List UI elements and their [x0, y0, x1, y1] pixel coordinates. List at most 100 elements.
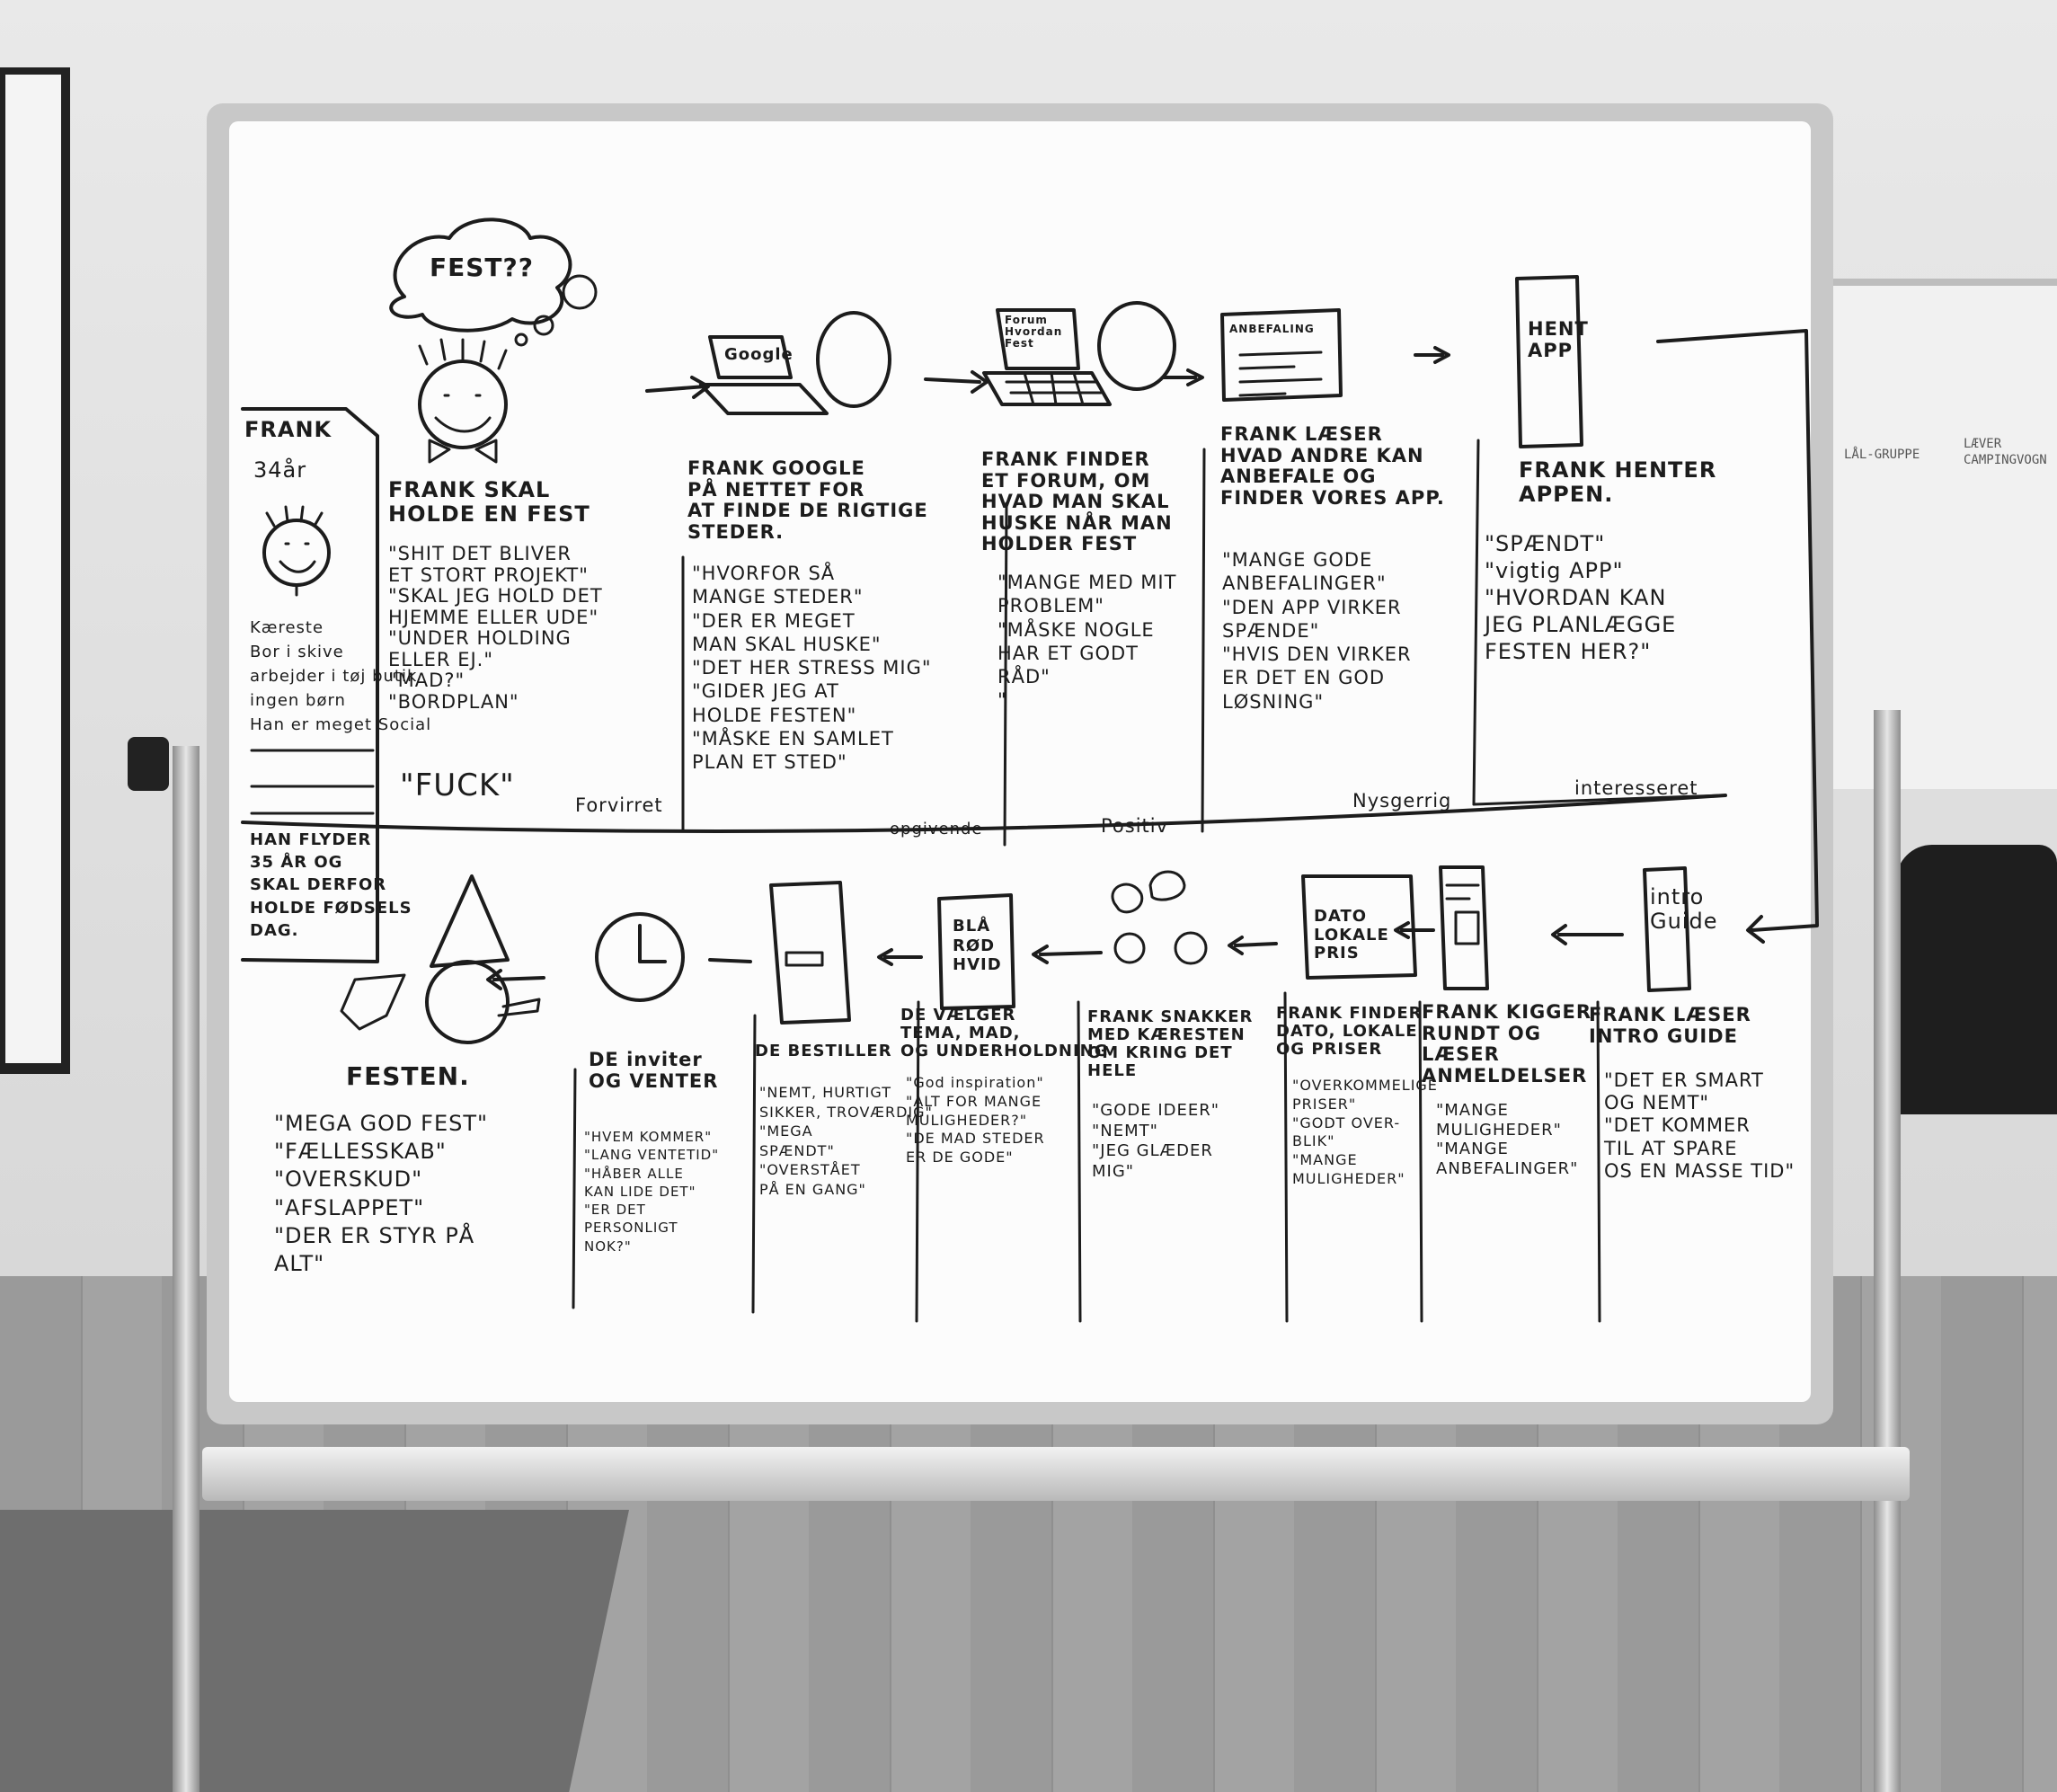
intro-guide-phone-icon [1643, 866, 1691, 992]
quote-line: "MANGE MED MIT [997, 572, 1177, 593]
quote-line: "SPÆNDT" [1485, 531, 1606, 556]
stage-4-title: FRANK LÆSER HVAD ANDRE KAN ANBEFALE OG F… [1220, 423, 1445, 509]
quote-line: "vigtig APP" [1485, 558, 1624, 583]
stage-title-line: FRANK FINDER [981, 448, 1150, 470]
quote-line: JEG PLANLÆGGE [1485, 612, 1677, 637]
stage-title-line: OG VENTER [589, 1069, 719, 1092]
thought-bubble-text: FEST?? [430, 253, 535, 282]
stage-title-line: PÅ NETTET FOR [687, 478, 865, 501]
stage-1-title: FRANK SKAL HOLDE EN FEST [388, 478, 590, 527]
stage-b7-title: DE inviter OG VENTER [589, 1049, 719, 1092]
emotion-line [1472, 794, 1723, 806]
persona-note-line: HOLDE FØDSELS [250, 898, 412, 918]
quote-line: NOK?" [584, 1238, 632, 1255]
quote-line: ANBEFALINGER" [1222, 572, 1387, 595]
stage-title-line: STEDER. [687, 520, 785, 543]
stage-b4-quotes: "GODE IDEER" "NEMT" "JEG GLÆDER MIG" [1092, 1101, 1219, 1182]
quote-line: "DEN APP VIRKER [1222, 596, 1402, 618]
stage-title-line: TEMA, MAD, [900, 1024, 1021, 1043]
reviews-phone-content [1445, 883, 1480, 945]
stage-title-line: HVAD ANDRE KAN [1220, 444, 1424, 466]
quote-line: "NEMT" [1092, 1121, 1158, 1140]
reviews-phone-icon [1439, 865, 1489, 990]
frank-face-details [418, 338, 508, 464]
quote-line: "MANGE [1436, 1140, 1509, 1159]
arrow-b2-b3 [1394, 921, 1435, 939]
quote-line: "DET HER STRESS MIG" [692, 657, 932, 679]
persona-face-icon [262, 519, 331, 587]
stage-title-line: RUNDT OG [1422, 1022, 1541, 1044]
persona-box-dividers [250, 749, 375, 815]
persona-trait: ingen børn [250, 691, 346, 710]
quote-line: ET STORT PROJEKT" [388, 563, 589, 586]
persona-box [241, 407, 379, 963]
stage-2-title: FRANK GOOGLE PÅ NETTET FOR AT FINDE DE R… [687, 457, 928, 543]
stage-title-line: OG PRISER [1276, 1040, 1383, 1060]
persona-note-line: HAN FLYDER [250, 830, 372, 849]
quote-line: PÅ EN GANG" [759, 1180, 866, 1198]
frank-party-face-icon [425, 960, 510, 1044]
stage-b2-quotes: "MANGE MULIGHEDER" "MANGE ANBEFALINGER" [1436, 1101, 1578, 1178]
bottom-column-separators [572, 991, 1601, 1323]
screen-line: Hvordan [1005, 325, 1063, 339]
top-column-separators [681, 439, 1480, 847]
frank-head-stage2-icon [816, 311, 891, 408]
frank-face-icon [418, 359, 508, 449]
quote-line: "MANGE [1292, 1151, 1358, 1169]
quote-line: "JEG GLÆDER [1092, 1141, 1213, 1160]
quote-line: "HVORFOR SÅ [692, 563, 836, 584]
stage-title-line: DE VÆLGER [900, 1006, 1016, 1025]
quote-line: KAN LIDE DET" [584, 1183, 696, 1200]
stage-b5-quotes: "God inspiration" "ALT FOR MANGE MULIGHE… [906, 1074, 1045, 1167]
quote-line: "HÅBER ALLE [584, 1165, 684, 1182]
stage-2-screen-text: Google [724, 345, 794, 364]
quote-line: "ALT FOR MANGE [906, 1092, 1042, 1110]
quote-line: "AFSLAPPET" [274, 1194, 425, 1220]
screen-line: LOKALE [1314, 925, 1389, 945]
quote-line: "MEGA [759, 1122, 813, 1140]
row-divider [241, 794, 1727, 833]
arrow-b4-b5 [1032, 945, 1103, 964]
quote-line: MULIGHEDER?" [906, 1111, 1028, 1129]
stage-b4-title: FRANK SNAKKER MED KÆRESTEN OM KRING DET … [1087, 1007, 1254, 1081]
speech-bubbles-icon [1111, 870, 1186, 914]
stage-title-line: FRANK LÆSER [1220, 423, 1383, 445]
quote-line: SIKKER, TROVÆRDIG" [759, 1103, 933, 1121]
stand-crossbar [202, 1447, 1910, 1501]
left-screen [5, 75, 61, 1063]
quote-line: "MEGA GOD FEST" [274, 1111, 489, 1136]
side-board-text-3: CAMPINGVOGN [1964, 453, 2047, 467]
stage-1-quotes: "SHIT DET BLIVER ET STORT PROJEKT" "SKAL… [388, 543, 603, 713]
persona-note: HAN FLYDER 35 ÅR OG SKAL DERFOR HOLDE FØ… [250, 829, 412, 942]
stage-title-line: HUSKE NÅR MAN [981, 511, 1173, 534]
screen-line: Fest [1005, 337, 1034, 350]
quote-line: MULIGHEDER" [1436, 1120, 1562, 1140]
quote-line: "MÅSKE NOGLE [997, 618, 1155, 641]
quote-line: "GODE IDEER" [1092, 1101, 1220, 1120]
stage-4-emotion: Nysgerrig [1352, 790, 1452, 812]
stage-4-quotes: "MANGE GODE ANBEFALINGER" "DEN APP VIRKE… [1222, 548, 1412, 714]
stage-title-line: HOLDER FEST [981, 533, 1138, 555]
laptop-google-icon [699, 335, 829, 415]
thought-dot-large [562, 274, 598, 310]
screen-line: HVID [953, 955, 1002, 975]
stage-4-screen-text: ANBEFALING [1229, 323, 1315, 335]
stage-b3-quotes: "OVERKOMMELIGE PRISER" "GODT OVER- BLIK"… [1292, 1077, 1438, 1189]
stage-title-line: FRANK SNAKKER [1087, 1007, 1254, 1026]
quote-line: MANGE STEDER" [692, 586, 864, 608]
quote-line: "God inspiration" [906, 1074, 1044, 1091]
screen-line: intro [1650, 884, 1705, 909]
girlfriend-small-face-icon [1174, 931, 1208, 965]
stage-title-line: HELE [1087, 1061, 1138, 1081]
quote-line: "DET ER SMART [1604, 1069, 1764, 1091]
frank-head-stage3-icon [1097, 301, 1176, 391]
quote-line: FESTEN HER?" [1485, 639, 1652, 664]
theme-card-icon [937, 893, 1015, 1010]
stage-b6-quotes: "NEMT, HURTIGT SIKKER, TROVÆRDIG" "MEGA … [759, 1083, 933, 1200]
arrow-1-2 [645, 376, 710, 399]
thought-bubble [389, 217, 572, 333]
date-location-price-icon [1301, 874, 1417, 980]
stage-2-quotes: "HVORFOR SÅ MANGE STEDER" "DER ER MEGET … [692, 562, 932, 774]
quote-line: PROBLEM" [997, 595, 1104, 617]
